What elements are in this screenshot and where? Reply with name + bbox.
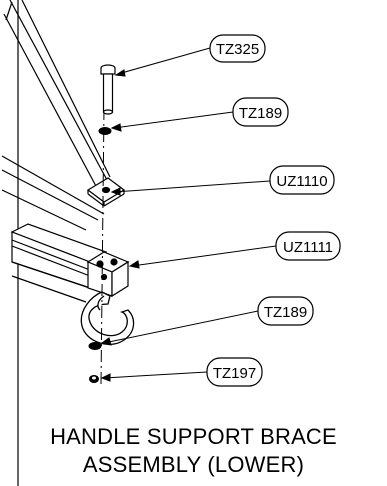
- callout-bubble: [209, 34, 266, 63]
- callout-label: TZ189: [239, 105, 282, 122]
- leader-lines: [100, 47, 277, 382]
- washer-tz189-upper: [98, 127, 112, 135]
- callout-tz325: TZ325: [209, 34, 266, 63]
- upper-diagonal-tube: [3, 0, 111, 189]
- hook: [80, 291, 135, 345]
- caption-line-1: HANDLE SUPPORT BRACE: [50, 424, 337, 449]
- assembly-center-line: [100, 107, 105, 385]
- callout-bubble: [275, 231, 341, 261]
- callout-bubble: [232, 97, 289, 127]
- nut-tz197: [89, 375, 99, 383]
- bolt-tz325: [100, 64, 116, 115]
- callout-bubble: [206, 357, 263, 387]
- callout-label: TZ325: [216, 41, 259, 58]
- callout-bubble: [269, 165, 335, 195]
- lower-tube-left: [1, 155, 105, 231]
- caption-line-2: ASSEMBLY (LOWER): [82, 452, 305, 477]
- callout-label: TZ189: [264, 304, 307, 321]
- lower-arm-uz1111: [10, 223, 130, 303]
- callout-label: UZ1110: [276, 173, 327, 190]
- callout-tz189-upper: TZ189: [232, 97, 289, 127]
- callout-tz189-lower: TZ189: [257, 296, 314, 326]
- callout-label: UZ1111: [283, 239, 333, 256]
- bracket-plate-uz1110: [86, 177, 126, 207]
- washer-tz189-lower: [88, 342, 102, 350]
- callout-bubble: [257, 296, 314, 326]
- callout-uz1110: UZ1110: [269, 165, 335, 195]
- callout-uz1111: UZ1111: [275, 231, 341, 261]
- callout-label: TZ197: [213, 365, 256, 382]
- callout-tz197: TZ197: [206, 357, 263, 387]
